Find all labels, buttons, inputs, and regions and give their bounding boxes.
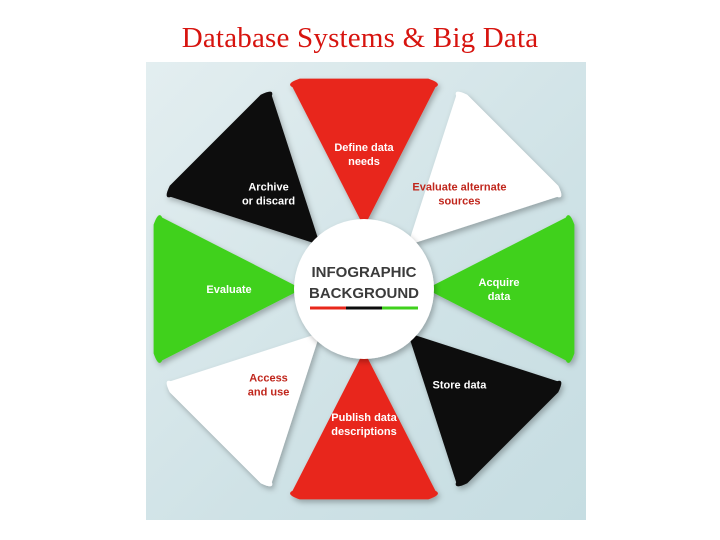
segment-access: Access and use xyxy=(166,332,321,487)
segment-label-evaluate-alt-1: Evaluate alternate xyxy=(412,182,506,194)
segment-label-store-1: Store data xyxy=(433,379,488,391)
hub-circle xyxy=(294,219,434,359)
segment-label-define-2: needs xyxy=(348,156,380,168)
segment-archive: Archive or discard xyxy=(166,91,321,246)
segment-evaluate: Evaluate xyxy=(153,215,302,363)
slide-title: Database Systems & Big Data xyxy=(181,22,539,54)
hub-line1: INFOGRAPHIC xyxy=(312,264,417,281)
segment-shape-archive xyxy=(166,91,321,246)
segment-label-acquire-2: data xyxy=(488,291,512,303)
segment-shape-access xyxy=(166,332,321,487)
segment-label-evaluate-1: Evaluate xyxy=(206,284,251,296)
segment-publish: Publish data descriptions xyxy=(290,351,438,500)
segment-shape-publish xyxy=(290,351,438,500)
segment-acquire: Acquire data xyxy=(426,215,575,363)
segment-label-define-1: Define data xyxy=(334,142,394,154)
segment-shape-evaluate xyxy=(153,215,302,363)
segment-label-acquire-1: Acquire xyxy=(479,277,520,289)
hub-line2: BACKGROUND xyxy=(309,285,419,302)
segment-shape-acquire xyxy=(426,215,575,363)
segment-label-publish-2: descriptions xyxy=(331,426,396,438)
segment-label-evaluate-alt-2: sources xyxy=(438,196,480,208)
segment-label-archive-1: Archive xyxy=(248,182,288,194)
segment-store: Store data xyxy=(407,332,562,487)
segment-define: Define data needs xyxy=(290,78,438,228)
segment-label-access-2: and use xyxy=(248,386,290,398)
segment-label-archive-2: or discard xyxy=(242,196,295,208)
segment-shape-define xyxy=(290,78,438,228)
segment-shape-store xyxy=(407,332,562,487)
segment-evaluate-alt: Evaluate alternate sources xyxy=(407,91,562,246)
hub: INFOGRAPHIC BACKGROUND xyxy=(294,219,434,359)
segment-label-access-1: Access xyxy=(249,372,288,384)
segment-shape-evaluate-alt xyxy=(407,91,562,246)
segment-label-publish-1: Publish data xyxy=(331,412,397,424)
